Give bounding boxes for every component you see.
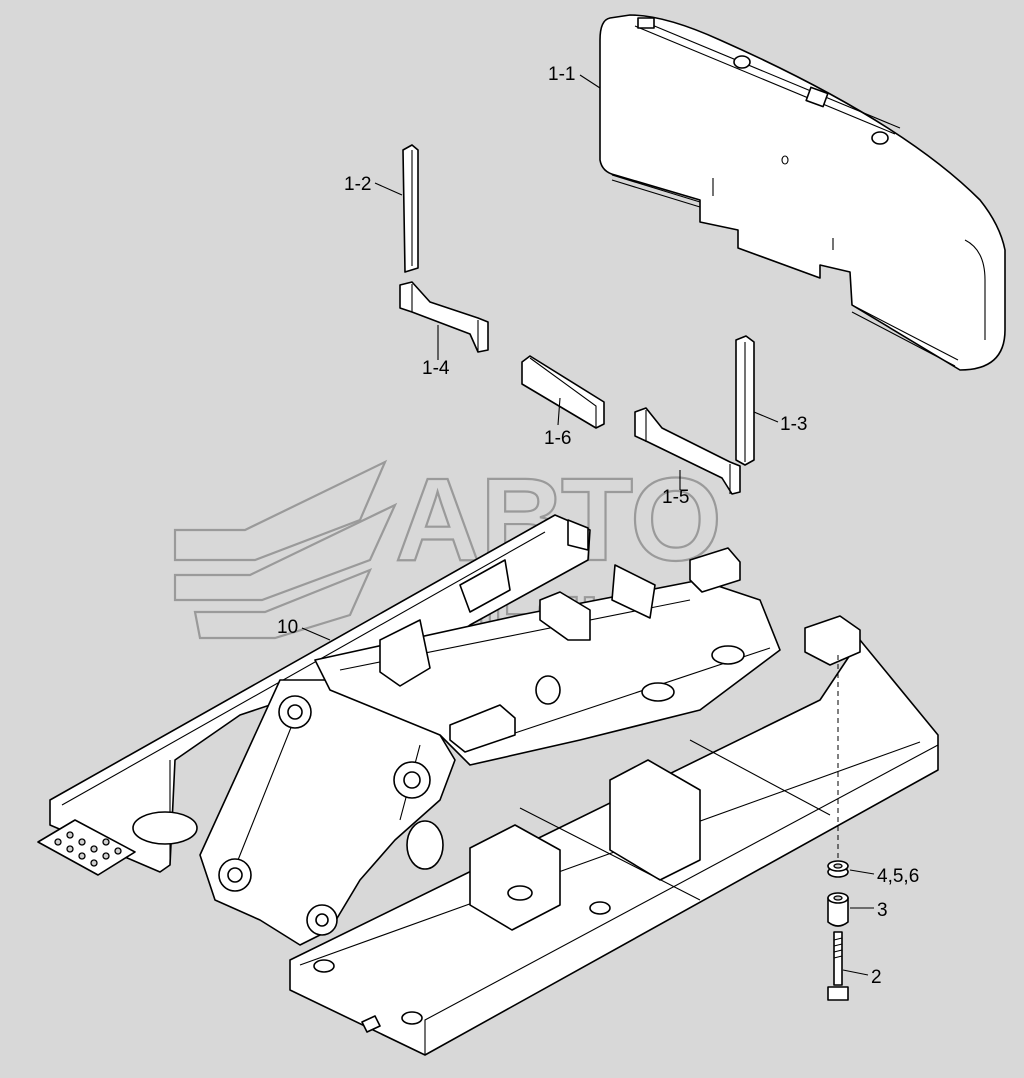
label-1-1: 1-1: [548, 64, 575, 85]
part-plate-1-2: [402, 144, 419, 273]
part-washer: [827, 860, 849, 878]
part-spacer: [827, 892, 849, 927]
label-2: 2: [871, 967, 882, 988]
label-1-2: 1-2: [344, 174, 371, 195]
part-main-frame: [37, 514, 939, 1056]
part-block-1-6: [521, 355, 605, 429]
label-1-6: 1-6: [544, 428, 571, 449]
part-bolt: [827, 931, 849, 1001]
part-bracket-1-4: [399, 281, 489, 353]
label-1-3: 1-3: [780, 414, 807, 435]
label-3: 3: [877, 900, 888, 921]
part-labels: 1-1 1-2 1-4 1-6 1-3 1-5 10 4,5,6 3 2: [277, 64, 919, 988]
leader-lines: [301, 74, 875, 976]
label-4-5-6: 4,5,6: [877, 866, 919, 887]
label-1-4: 1-4: [422, 358, 450, 379]
part-counterweight: [599, 14, 1006, 371]
part-plate-1-3: [735, 335, 755, 466]
label-10: 10: [277, 617, 298, 638]
label-1-5: 1-5: [662, 487, 689, 508]
step-holes: [54, 831, 122, 867]
part-bracket-1-5: [634, 407, 741, 495]
